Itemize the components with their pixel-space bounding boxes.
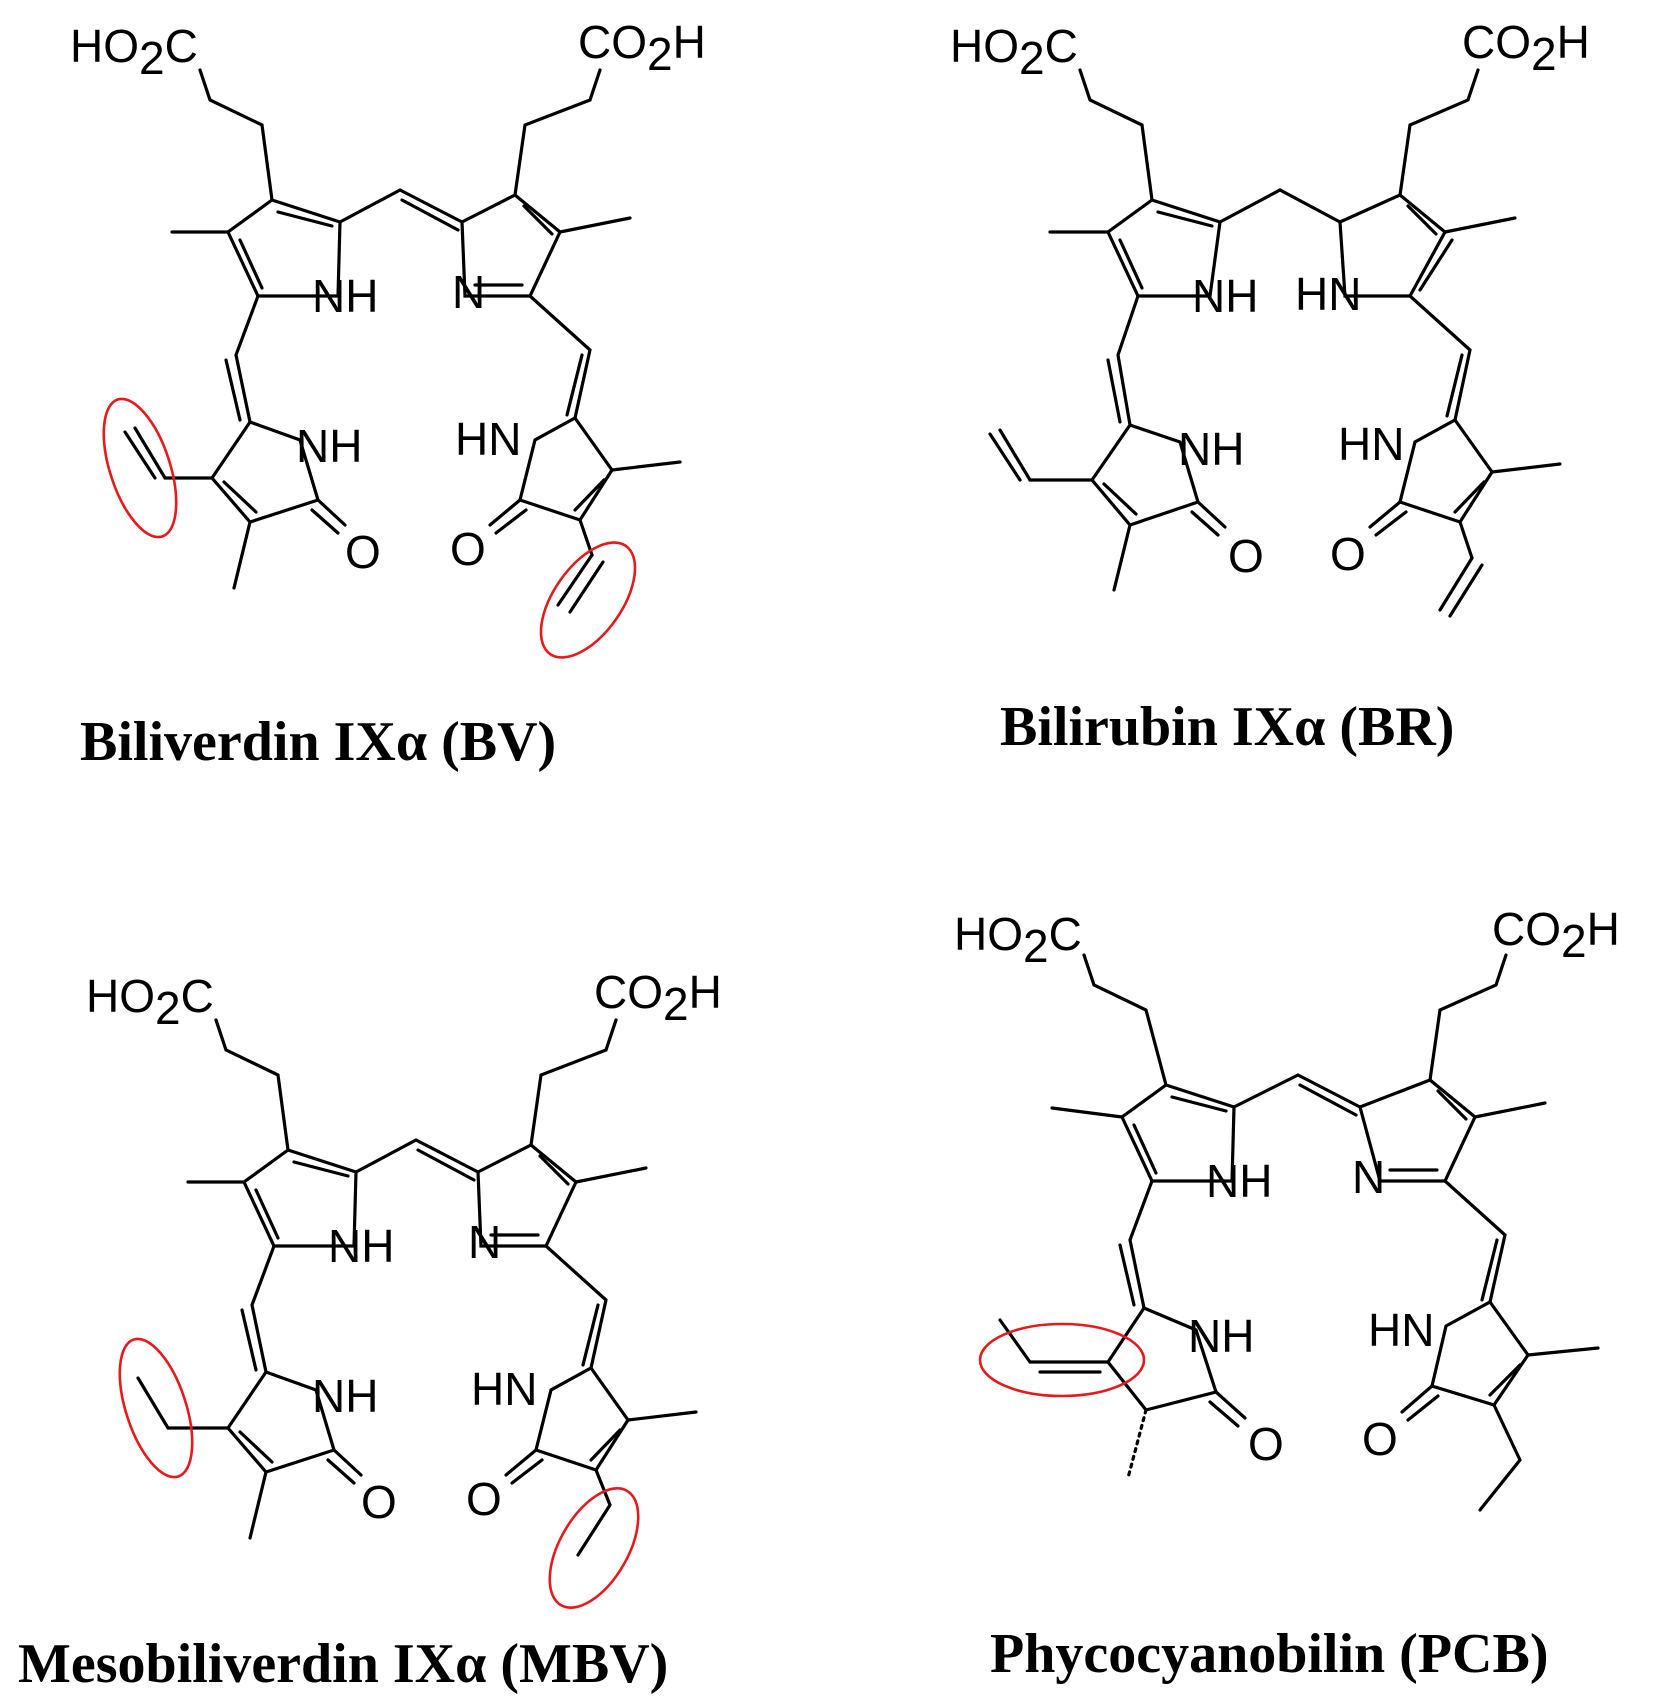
pcb-highlight-ethylidene: [978, 1322, 1146, 1398]
mbv-oxo-left: O: [361, 1476, 397, 1528]
pcb-caption: Phycocyanobilin (PCB): [990, 1623, 1548, 1685]
bv-highlight-vinyl-right: [539, 541, 637, 659]
bv-ring-d-hn: HN: [455, 413, 521, 465]
br-ring-d-hn: HN: [1338, 418, 1404, 470]
panel-mesobiliverdin: HO2C CO2H NH N NH HN O O Mesobiliverdin …: [18, 966, 722, 1695]
bv-ring-b-n: N: [452, 266, 485, 318]
pcb-oxo-right: O: [1362, 1413, 1398, 1465]
br-acid-left: HO2C: [950, 20, 1078, 84]
bv-highlight-vinyl-left: [102, 397, 178, 539]
br-ring-c-nh: NH: [1178, 423, 1244, 475]
bv-oxo-left: O: [345, 526, 381, 578]
mbv-ring-b-n: N: [468, 1216, 501, 1268]
mbv-oxo-right: O: [466, 1473, 502, 1525]
bv-ring-a-nh: NH: [312, 270, 378, 322]
bv-acid-left: HO2C: [70, 20, 198, 84]
pcb-ring-d-hn: HN: [1368, 1304, 1434, 1356]
mbv-caption: Mesobiliverdin IXα (MBV): [18, 1633, 668, 1695]
bv-ring-c-nh: NH: [296, 420, 362, 472]
mbv-ring-c-nh: NH: [312, 1370, 378, 1422]
bv-oxo-right: O: [450, 523, 486, 575]
br-ring-a-nh: NH: [1192, 270, 1258, 322]
mbv-ring-a-nh: NH: [328, 1220, 394, 1272]
br-oxo-left: O: [1228, 530, 1264, 582]
br-oxo-right: O: [1330, 528, 1366, 580]
pcb-acid-right: CO2H: [1492, 903, 1620, 967]
pcb-oxo-left: O: [1248, 1418, 1284, 1470]
pcb-ring-c-nh: NH: [1188, 1310, 1254, 1362]
bv-caption: Biliverdin IXα (BV): [80, 711, 556, 773]
panel-bilirubin: HO2C CO2H NH HN NH HN O O Bilirubin IXα …: [950, 16, 1590, 758]
panel-phycocyanobilin: HO2C CO2H NH N NH HN O O Phycocyanobilin…: [954, 903, 1620, 1685]
bv-acid-right: CO2H: [578, 16, 706, 80]
pcb-ring-a-nh: NH: [1206, 1155, 1272, 1207]
mbv-highlight-ethyl-right: [548, 1487, 640, 1609]
br-acid-right: CO2H: [1462, 16, 1590, 80]
br-caption: Bilirubin IXα (BR): [1000, 696, 1454, 758]
panel-biliverdin: HO2C CO2H NH N NH HN O O Biliverdin IXα …: [70, 16, 706, 773]
mbv-acid-right: CO2H: [594, 966, 722, 1030]
mbv-ring-d-hn: HN: [471, 1363, 537, 1415]
br-ring-b-hn: HN: [1295, 268, 1361, 320]
mbv-acid-left: HO2C: [86, 970, 214, 1034]
pcb-acid-left: HO2C: [954, 908, 1082, 972]
pcb-ring-b-n: N: [1352, 1151, 1385, 1203]
mbv-highlight-ethyl-left: [118, 1337, 194, 1479]
